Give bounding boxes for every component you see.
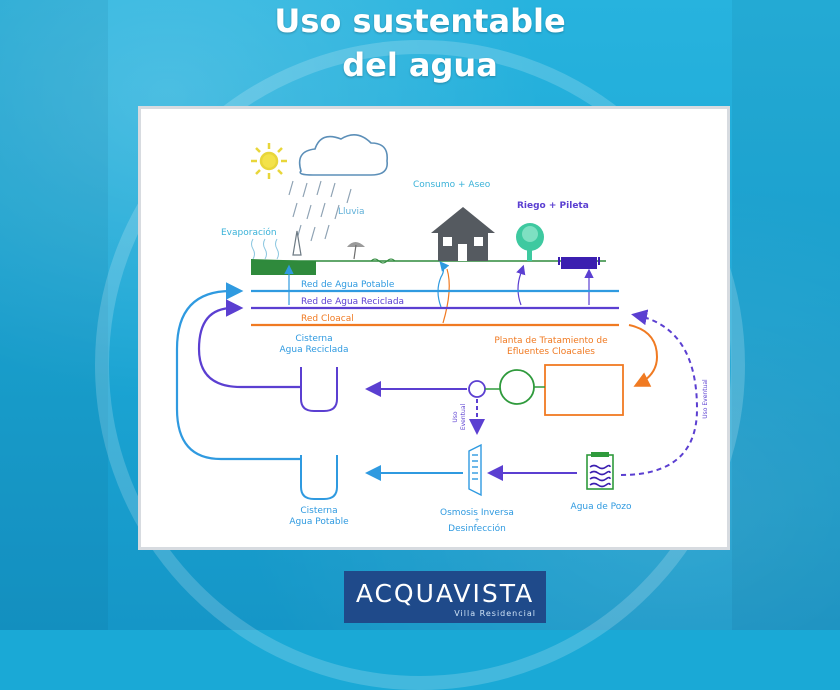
label-red-cloacal: Red Cloacal	[301, 314, 354, 324]
planta-tank-rect	[544, 364, 624, 416]
arrow-cloacal-to-planta	[628, 324, 659, 387]
label-evaporacion: Evaporación	[221, 227, 277, 238]
cisterna-potable-icon	[300, 455, 338, 500]
logo-subtitle: Villa Residencial	[454, 609, 536, 618]
label-red-potable: Red de Agua Potable	[301, 280, 395, 290]
evaporation-icon	[251, 238, 279, 260]
label-cisterna-reciclada-2: Agua Reciclada	[280, 345, 349, 355]
acquavista-logo: ACQUAVISTA Villa Residencial	[344, 571, 546, 623]
ground-strip	[251, 259, 316, 275]
label-cisterna-reciclada-1: Cisterna	[295, 334, 332, 344]
label-planta-2: Efluentes Cloacales	[507, 347, 595, 357]
label-uso-eventual-1: Uso	[452, 411, 459, 423]
planta-pump-icon	[468, 380, 486, 398]
umbrella-icon	[347, 242, 365, 260]
label-red-reciclada: Red de Agua Reciclada	[301, 297, 404, 307]
cisterna-reciclada-icon	[300, 367, 338, 412]
loop-reciclada	[197, 299, 301, 389]
side-shade-left	[0, 0, 108, 630]
label-uso-eventual-2: Eventual	[460, 404, 467, 431]
arrow-uso-eventual-loop	[620, 309, 699, 476]
page-title-line1: Uso sustentable	[274, 2, 566, 40]
label-lluvia: Lluvia	[338, 207, 365, 217]
osmosis-filter-icon	[468, 443, 482, 497]
sailboat-icon	[292, 230, 302, 256]
label-osmosis-plus: +	[474, 517, 479, 524]
pool-icon	[558, 257, 600, 269]
label-consumo: Consumo + Aseo	[413, 180, 491, 190]
side-shade-right	[732, 0, 840, 630]
tree-icon	[516, 223, 544, 261]
label-riego: Riego + Pileta	[517, 201, 589, 211]
loop-potable	[175, 282, 301, 461]
planta-tank-circle	[499, 369, 535, 405]
water-cycle-diagram: Lluvia Evaporación Consumo + Aseo Rie	[175, 134, 709, 534]
label-osmosis-1: Osmosis Inversa	[440, 508, 514, 518]
sun-icon	[251, 143, 287, 179]
cloud-icon	[298, 134, 388, 176]
house-icon	[431, 207, 495, 261]
label-planta-1: Planta de Tratamiento de	[494, 336, 608, 346]
page-title-line2: del agua	[342, 46, 498, 84]
label-cisterna-potable-2: Agua Potable	[289, 517, 349, 527]
label-cisterna-potable-1: Cisterna	[300, 506, 337, 516]
label-osmosis-2: Desinfección	[448, 523, 506, 534]
label-agua-pozo: Agua de Pozo	[571, 502, 632, 512]
well-icon	[586, 452, 614, 490]
label-uso-eventual-right: Uso Eventual	[702, 379, 709, 419]
rain-icon	[288, 180, 352, 242]
diagram-panel: Lluvia Evaporación Consumo + Aseo Rie	[138, 106, 730, 550]
logo-name: ACQUAVISTA	[355, 579, 535, 608]
supply-arrows	[284, 261, 594, 324]
